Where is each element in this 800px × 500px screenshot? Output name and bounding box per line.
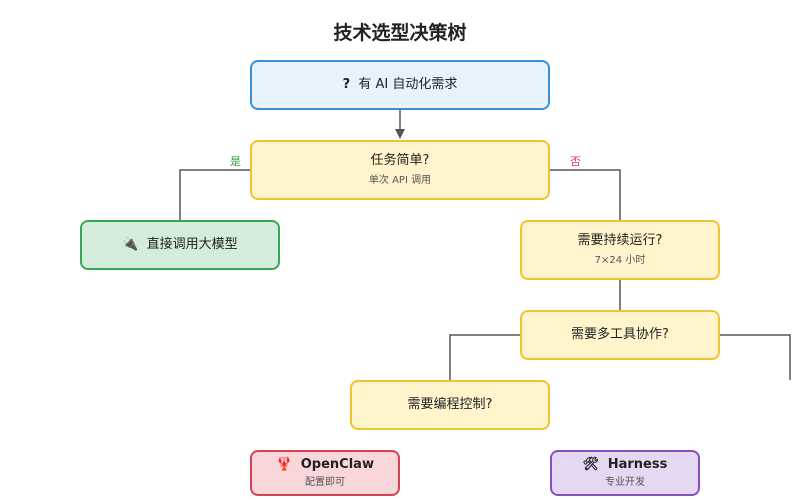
question-icon: ? (342, 77, 351, 92)
node-harness-label: Harness (607, 457, 668, 472)
node-continuous-sub: 7×24 小时 (594, 255, 646, 266)
line-multitool-right (720, 334, 791, 380)
node-programmatic-label: 需要编程控制? (407, 397, 493, 412)
node-openclaw: 🦞 OpenClaw 配置即可 (250, 450, 400, 496)
line-yes-branch (179, 169, 250, 220)
node-root: ? 有 AI 自动化需求 (250, 60, 550, 110)
lobster-icon: 🦞 (276, 457, 293, 472)
node-openclaw-sub: 配置即可 (305, 477, 345, 488)
node-task-simple: 任务简单? 单次 API 调用 (250, 140, 550, 200)
node-continuous-label: 需要持续运行? (577, 233, 663, 248)
node-task-simple-sub: 单次 API 调用 (368, 175, 432, 186)
plug-icon: 🔌 (122, 237, 139, 252)
node-continuous: 需要持续运行? 7×24 小时 (520, 220, 720, 280)
node-direct-model: 🔌 直接调用大模型 (80, 220, 280, 270)
node-root-label: 有 AI 自动化需求 (358, 77, 458, 92)
node-multitool: 需要多工具协作? (520, 310, 720, 360)
node-openclaw-label: OpenClaw (300, 457, 374, 472)
tools-icon: 🛠 (582, 457, 600, 472)
node-harness: 🛠 Harness 专业开发 (550, 450, 700, 496)
node-task-simple-label: 任务简单? (370, 153, 430, 168)
line-multitool-left (449, 334, 520, 380)
line-no-branch (550, 169, 621, 220)
node-harness-sub: 专业开发 (605, 477, 645, 488)
node-multitool-label: 需要多工具协作? (571, 327, 669, 342)
node-direct-model-label: 直接调用大模型 (146, 237, 238, 252)
diagram-title: 技术选型决策树 (333, 22, 467, 44)
node-programmatic: 需要编程控制? (350, 380, 550, 430)
branch-label-no: 否 (570, 155, 581, 168)
branch-label-yes: 是 (230, 155, 241, 168)
